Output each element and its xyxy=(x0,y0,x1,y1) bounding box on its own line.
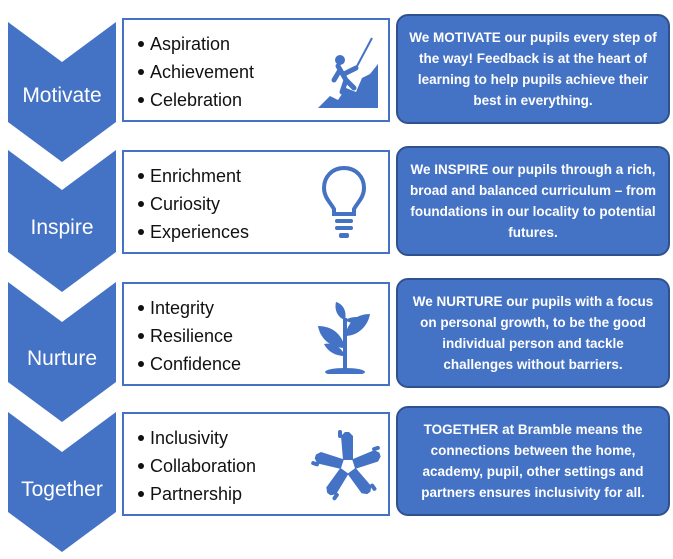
list-item: Partnership xyxy=(138,480,256,508)
chevron-nurture xyxy=(8,282,116,422)
list-item: Confidence xyxy=(138,350,241,378)
stage-label: Nurture xyxy=(26,347,98,370)
stage-label: Motivate xyxy=(22,84,102,107)
chevron-motivate xyxy=(8,22,116,162)
values-list: Inclusivity Collaboration Partnership xyxy=(138,424,256,508)
joined-hands-icon xyxy=(311,430,381,501)
list-item: Collaboration xyxy=(138,452,256,480)
list-item: Achievement xyxy=(138,58,254,86)
values-list: Integrity Resilience Confidence xyxy=(138,294,241,378)
list-item: Aspiration xyxy=(138,30,254,58)
list-item: Resilience xyxy=(138,322,241,350)
plant-icon xyxy=(318,302,370,374)
values-box: Enrichment Curiosity Experiences xyxy=(122,150,390,254)
description-box: We MOTIVATE our pupils every step of the… xyxy=(396,14,670,124)
list-item: Enrichment xyxy=(138,162,249,190)
list-item: Celebration xyxy=(138,86,254,114)
chevron-inspire xyxy=(8,150,116,292)
values-box: Aspiration Achievement Celebration xyxy=(122,18,390,122)
description-box: TOGETHER at Bramble means the connection… xyxy=(396,406,670,516)
lightbulb-icon xyxy=(321,165,367,238)
description-text: TOGETHER at Bramble means the connection… xyxy=(421,422,645,500)
description-box: We NURTURE our pupils with a focus on pe… xyxy=(396,278,670,388)
values-box: Inclusivity Collaboration Partnership xyxy=(122,412,390,516)
values-list: Aspiration Achievement Celebration xyxy=(138,30,254,114)
chevron-together xyxy=(8,412,116,552)
description-text: We NURTURE our pupils with a focus on pe… xyxy=(412,294,654,372)
description-text: We INSPIRE our pupils through a rich, br… xyxy=(409,162,657,240)
list-item: Experiences xyxy=(138,218,249,246)
values-list: Enrichment Curiosity Experiences xyxy=(138,162,249,246)
climber-icon xyxy=(318,37,378,108)
stage-label: Together xyxy=(21,478,103,501)
description-box: We INSPIRE our pupils through a rich, br… xyxy=(396,146,670,256)
list-item: Inclusivity xyxy=(138,424,256,452)
values-box: Integrity Resilience Confidence xyxy=(122,282,390,386)
list-item: Integrity xyxy=(138,294,241,322)
description-text: We MOTIVATE our pupils every step of the… xyxy=(409,30,657,108)
list-item: Curiosity xyxy=(138,190,249,218)
stage-label: Inspire xyxy=(30,216,94,239)
